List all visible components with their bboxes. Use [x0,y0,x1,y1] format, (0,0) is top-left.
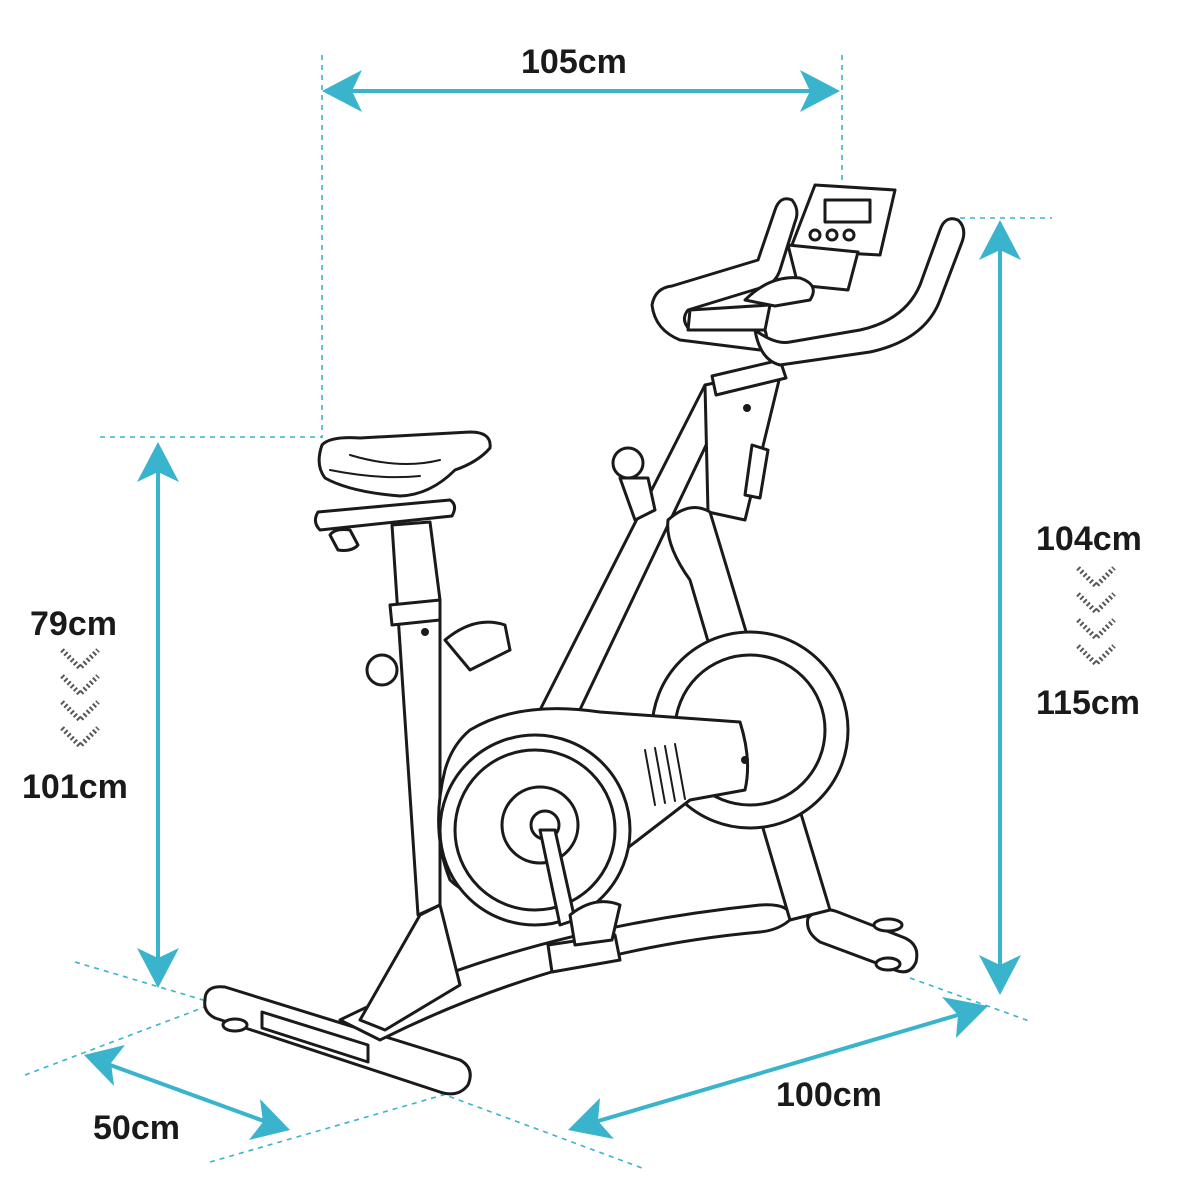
seat-tube [390,520,442,917]
seat-slider [313,498,457,532]
vent-slots [644,743,686,806]
pedal-rear [443,620,512,672]
guide-lines [24,55,1052,1169]
seat-adjust-chevrons [60,648,100,750]
seat-height-arrow [137,442,179,988]
handlebar-right-horn [753,217,966,367]
depth-arrow [84,1045,290,1140]
handlebar-height-min-label: 104cm [1036,520,1142,558]
exercise-bike-illustration [203,183,966,1096]
width-label: 105cm [521,43,627,81]
seat-height-min-label: 79cm [30,605,117,643]
depth-label: 50cm [93,1109,180,1147]
handlebar-height-arrow [979,220,1021,995]
length-label: 100cm [776,1076,882,1114]
seat-height-max-label: 101cm [22,768,128,806]
handlebar-height-max-label: 115cm [1036,684,1140,722]
handlebar-adjust-chevrons [1076,566,1116,668]
width-arrow [322,70,840,112]
length-arrow [568,997,988,1139]
